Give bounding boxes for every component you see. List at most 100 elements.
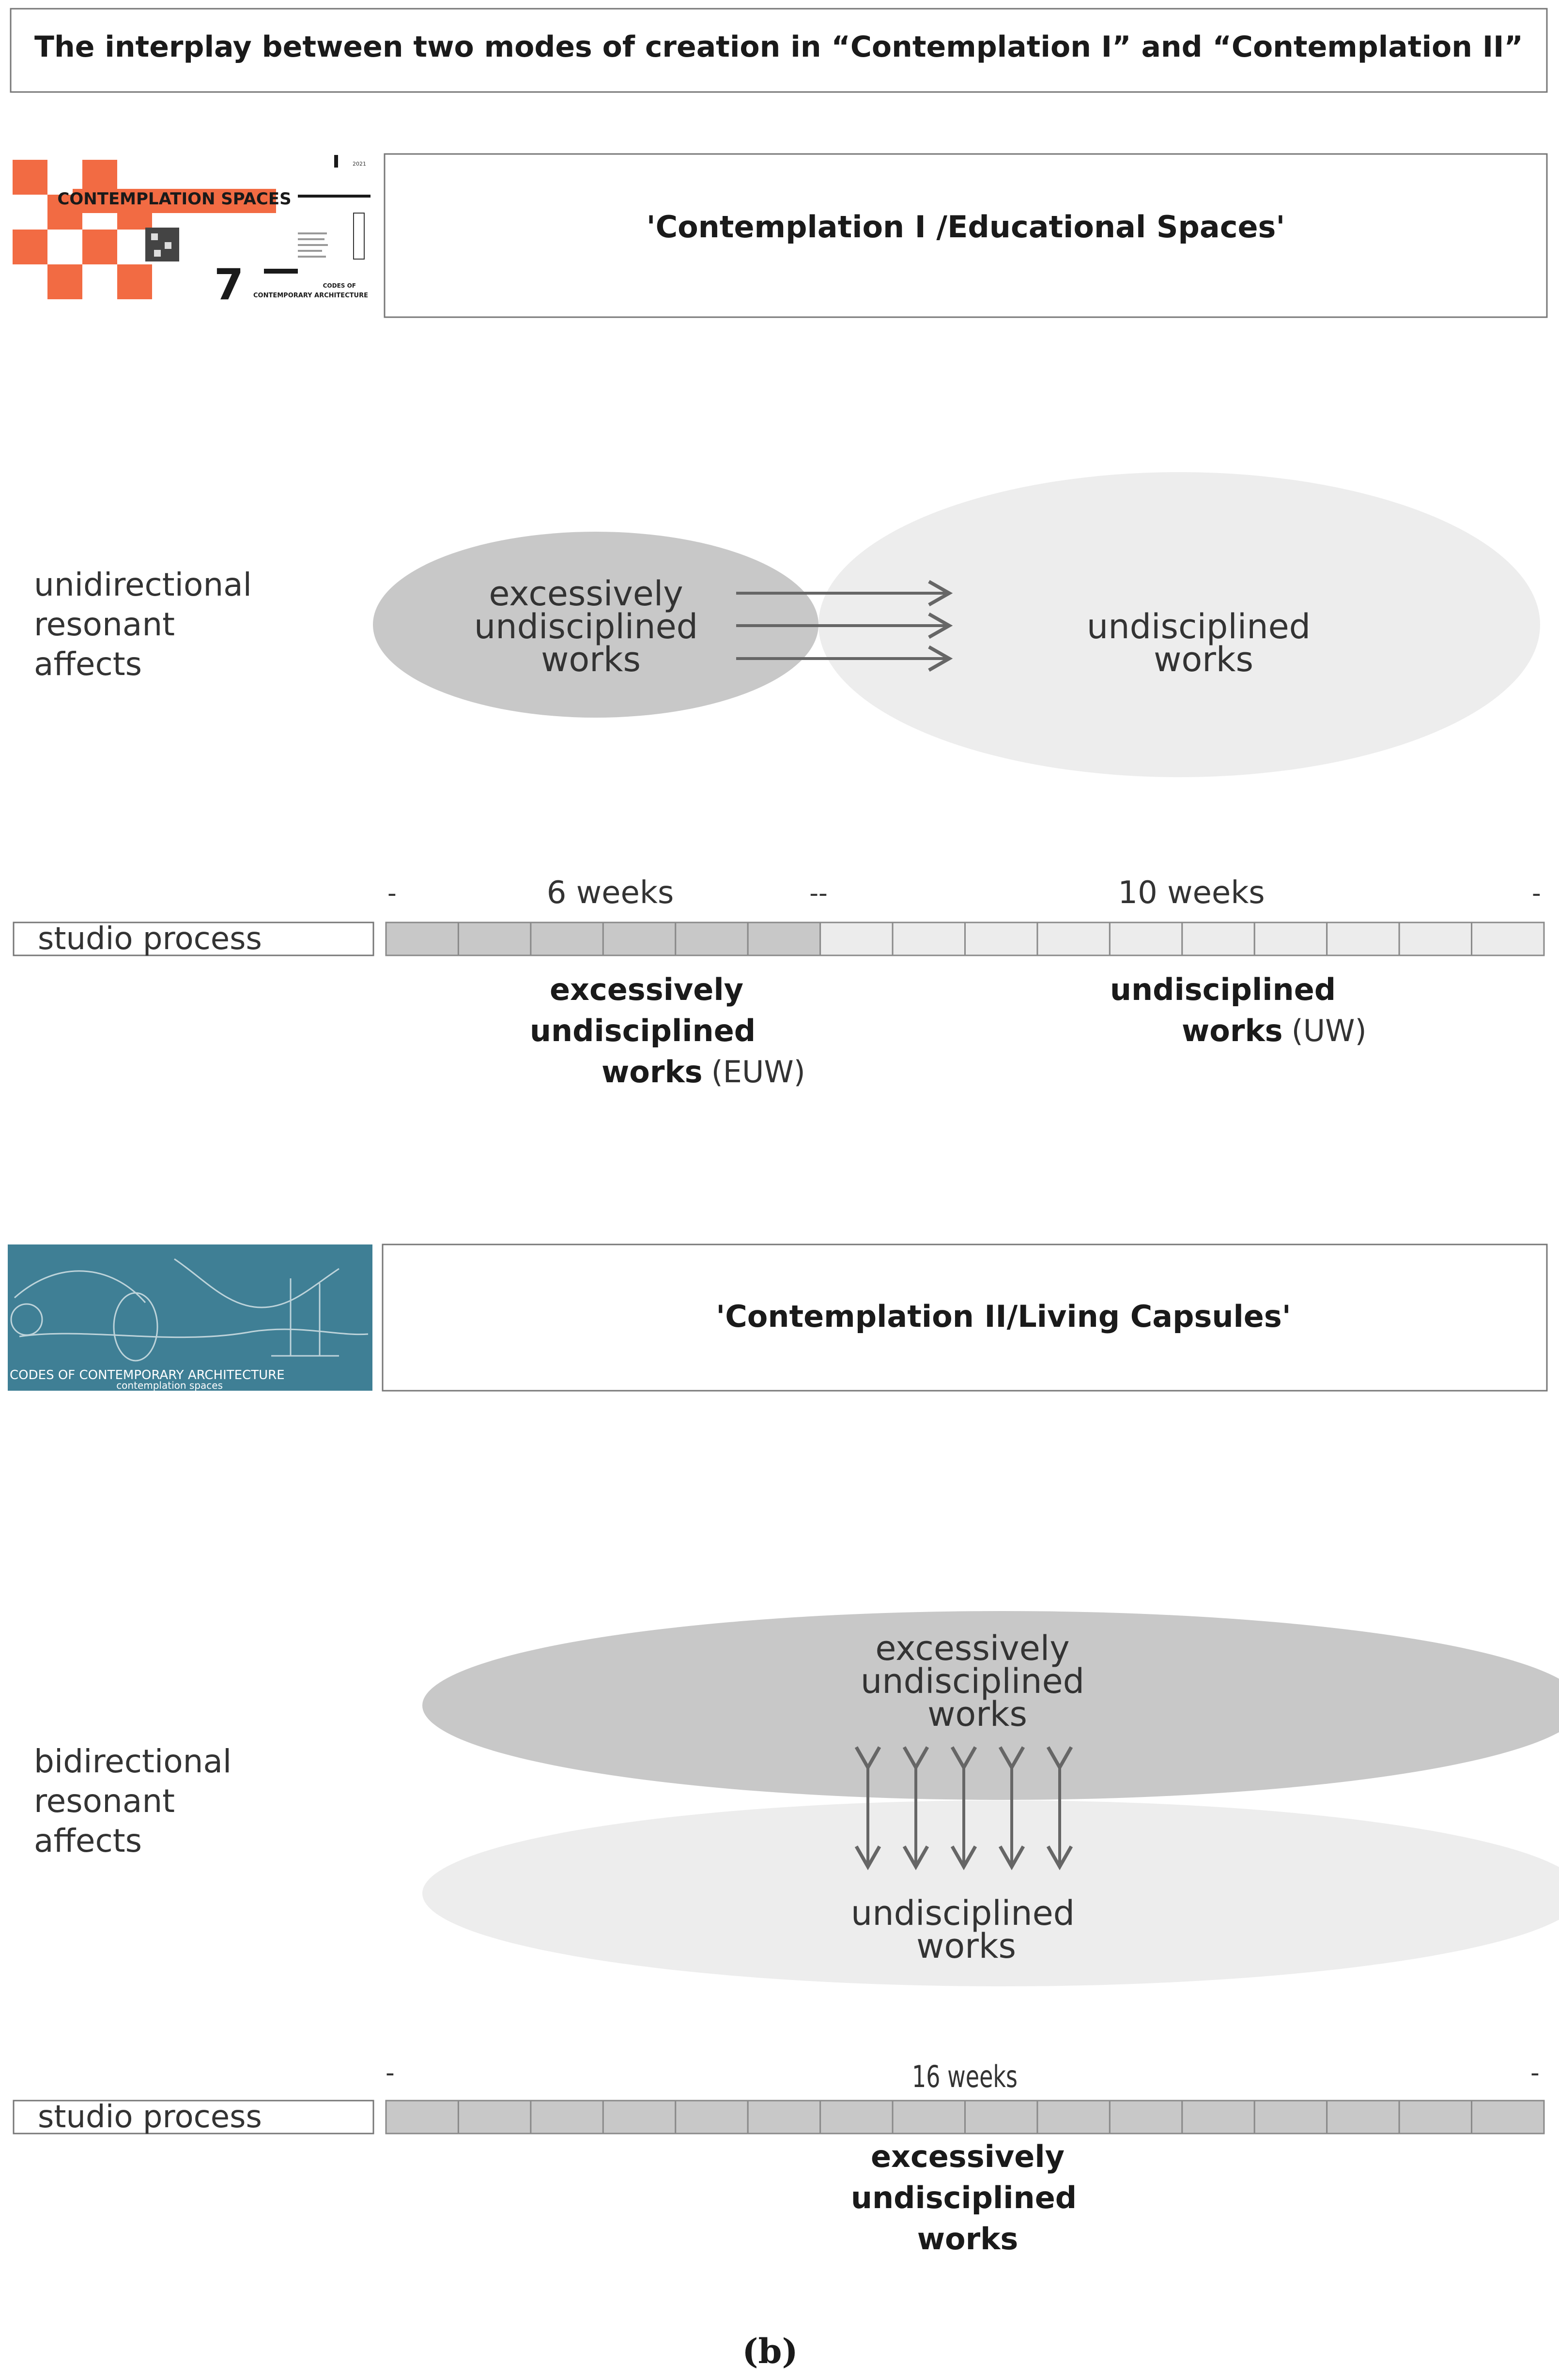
timeline-week-dark bbox=[602, 921, 677, 956]
timeline-week-light bbox=[1109, 921, 1183, 956]
section1-undisciplined-ellipse bbox=[818, 472, 1540, 777]
poster-checker-square bbox=[117, 264, 152, 299]
contemplation-spaces-poster: CONTEMPLATION SPACES 7 2021 CODES OF CON… bbox=[11, 154, 381, 312]
timeline-week-dark bbox=[602, 2100, 677, 2134]
poster-title: CONTEMPLATION SPACES bbox=[57, 189, 291, 209]
timeline-week-light bbox=[1398, 921, 1473, 956]
timeline1-label-box bbox=[13, 921, 374, 956]
section2-undisciplined-ellipse bbox=[422, 1800, 1559, 1986]
timeline2-label: studio process bbox=[38, 2099, 262, 2135]
section2-undisciplined-label-2: works bbox=[916, 1926, 1016, 1966]
section1-excessive-label-2: undisciplined bbox=[474, 607, 698, 646]
timeline-week-dark bbox=[892, 2100, 966, 2134]
phase1-caption-line-2: undisciplined bbox=[530, 1013, 756, 1048]
timeline-week-dark bbox=[1181, 2100, 1255, 2134]
timeline-week-dark bbox=[675, 921, 749, 956]
poster-rule bbox=[298, 195, 370, 198]
poster-year: 2021 bbox=[353, 161, 366, 167]
section1-excessive-label-3: works bbox=[541, 640, 641, 679]
timeline1-phase1-label: 6 weeks bbox=[547, 875, 674, 911]
section2-affect-line-2: resonant bbox=[34, 1782, 175, 1820]
section1-affect-line-3: affects bbox=[34, 645, 142, 683]
living-capsules-poster: CODES OF CONTEMPORARY ARCHITECTURE conte… bbox=[8, 1244, 372, 1391]
section1-undisciplined-label-2: works bbox=[1154, 640, 1253, 679]
timeline1-marker-mid: -- bbox=[809, 879, 828, 908]
timeline-week-dark bbox=[819, 2100, 894, 2134]
timeline-week-dark bbox=[530, 921, 604, 956]
poster2-caption-line-1: CODES OF CONTEMPORARY ARCHITECTURE bbox=[10, 1368, 285, 1382]
poster-number: 7 bbox=[214, 260, 244, 309]
figure-label: (b) bbox=[742, 2331, 798, 2371]
section2-undisciplined-label-1: undisciplined bbox=[851, 1893, 1075, 1933]
section2-caption-line-3: works bbox=[917, 2221, 1019, 2257]
poster-subtitle-1: CODES OF bbox=[323, 282, 356, 289]
timeline-week-light bbox=[1326, 921, 1400, 956]
timeline2-marker-start: - bbox=[386, 2058, 395, 2088]
section2-excessive-label-1: excessively bbox=[875, 1628, 1069, 1668]
timeline2-weeks-label: 16 weeks bbox=[912, 2059, 1018, 2094]
timeline1-cells bbox=[385, 921, 1545, 956]
poster2-caption-line-2: contemplation spaces bbox=[116, 1380, 223, 1391]
section2-excessive-ellipse bbox=[422, 1611, 1559, 1800]
section1-excessive-ellipse bbox=[373, 532, 818, 718]
phase2-caption-works: works bbox=[1182, 1013, 1283, 1048]
timeline1-marker-end: - bbox=[1532, 879, 1541, 908]
section2-caption-line-2: undisciplined bbox=[851, 2180, 1077, 2215]
timeline1-phase2-label: 10 weeks bbox=[1118, 875, 1265, 911]
timeline1-marker-start: - bbox=[387, 879, 397, 908]
timeline-week-light bbox=[1471, 921, 1545, 956]
poster-checker-square bbox=[13, 160, 47, 195]
phase1-caption-works: works bbox=[602, 1054, 703, 1090]
timeline-week-dark bbox=[457, 2100, 532, 2134]
poster-checker-square bbox=[82, 230, 117, 264]
timeline-week-light bbox=[964, 921, 1038, 956]
timeline-week-dark bbox=[1253, 2100, 1328, 2134]
phase1-caption-abbr: (EUW) bbox=[711, 1054, 805, 1090]
phase2-caption-abbr: (UW) bbox=[1292, 1013, 1367, 1048]
poster-subtitle-2: CONTEMPORARY ARCHITECTURE bbox=[253, 292, 368, 299]
timeline1-label: studio process bbox=[38, 921, 262, 957]
section2-affect-line-1: bidirectional bbox=[34, 1743, 232, 1780]
phase1-caption-line-3: works(EUW) bbox=[602, 1054, 805, 1090]
timeline-week-dark bbox=[1326, 2100, 1400, 2134]
section1-excessive-label-1: excessively bbox=[489, 574, 683, 614]
timeline-week-dark bbox=[675, 2100, 749, 2134]
section1-heading: 'Contemplation I /Educational Spaces' bbox=[647, 209, 1285, 245]
section2-excessive-label-2: undisciplined bbox=[861, 1661, 1084, 1701]
phase1-caption-line-1: excessively bbox=[550, 972, 743, 1007]
timeline-week-light bbox=[1181, 921, 1255, 956]
timeline2-cells bbox=[385, 2100, 1545, 2134]
section2-excessive-label-3: works bbox=[927, 1694, 1027, 1734]
section2-heading-box bbox=[382, 1244, 1548, 1392]
timeline-week-light bbox=[819, 921, 894, 956]
timeline-week-dark bbox=[457, 921, 532, 956]
timeline-week-dark bbox=[385, 921, 459, 956]
timeline2-label-box bbox=[13, 2100, 374, 2134]
title-box bbox=[10, 8, 1548, 93]
poster-title-band bbox=[73, 189, 276, 213]
timeline-week-dark bbox=[1398, 2100, 1473, 2134]
section2-caption-line-1: excessively bbox=[871, 2139, 1065, 2174]
phase2-caption-line-2: works (UW) bbox=[1182, 1013, 1367, 1048]
poster-checker-square bbox=[13, 230, 47, 264]
phase2-caption-line-1: undisciplined bbox=[1110, 972, 1336, 1007]
timeline-week-light bbox=[892, 921, 966, 956]
poster-mark bbox=[334, 155, 338, 168]
section1-heading-box bbox=[384, 153, 1548, 318]
section2-heading: 'Contemplation II/Living Capsules' bbox=[716, 1299, 1291, 1334]
section2-affect-line-3: affects bbox=[34, 1822, 142, 1859]
timeline-week-dark bbox=[1109, 2100, 1183, 2134]
timeline-week-dark bbox=[530, 2100, 604, 2134]
poster-qr bbox=[145, 228, 179, 261]
timeline-week-dark bbox=[1471, 2100, 1545, 2134]
poster-dash bbox=[264, 269, 298, 274]
timeline-week-dark bbox=[964, 2100, 1038, 2134]
timeline-week-dark bbox=[385, 2100, 459, 2134]
poster-checker-square bbox=[47, 264, 82, 299]
section1-affect-line-1: unidirectional bbox=[34, 566, 252, 603]
timeline-week-dark bbox=[747, 2100, 821, 2134]
timeline2-marker-end: - bbox=[1530, 2058, 1540, 2088]
timeline-week-light bbox=[1253, 921, 1328, 956]
